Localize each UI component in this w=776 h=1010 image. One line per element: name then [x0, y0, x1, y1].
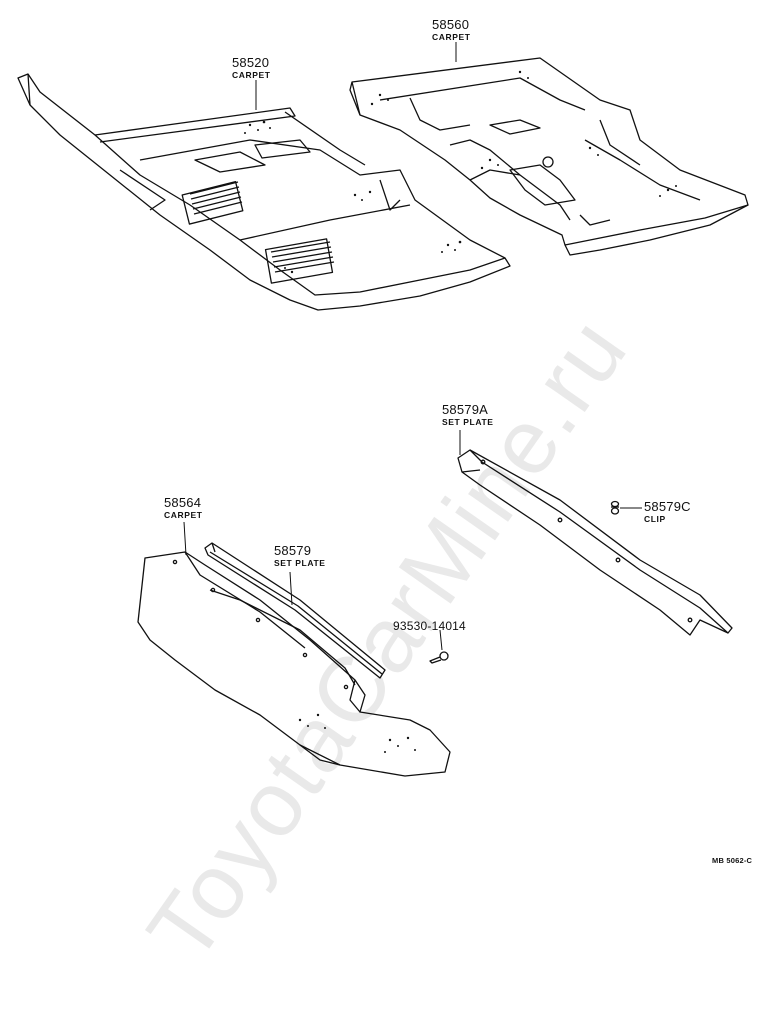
- front-carpet-58520-shape: [17, 73, 511, 311]
- clip-58579C-shape: [610, 500, 620, 515]
- screw-93530-14014-shape: [429, 651, 449, 664]
- rear-carpet-58560-shape: [349, 57, 749, 256]
- label-58579: 58579 SET PLATE: [274, 543, 326, 568]
- label-58579A: 58579A SET PLATE: [442, 402, 494, 427]
- label-58560: 58560 CARPET: [432, 17, 471, 42]
- label-58520: 58520 CARPET: [232, 55, 271, 80]
- label-58579C: 58579C CLIP: [644, 499, 691, 524]
- set-plate-58579A-shape: [457, 449, 733, 636]
- leader-lines: [183, 42, 642, 651]
- carpet-58564-shape: [137, 551, 451, 777]
- figure-code: MB 5062-C: [712, 856, 753, 865]
- label-93530-14014: 93530-14014: [393, 619, 466, 633]
- set-plate-58579-shape: [204, 542, 386, 679]
- label-58564: 58564 CARPET: [164, 495, 203, 520]
